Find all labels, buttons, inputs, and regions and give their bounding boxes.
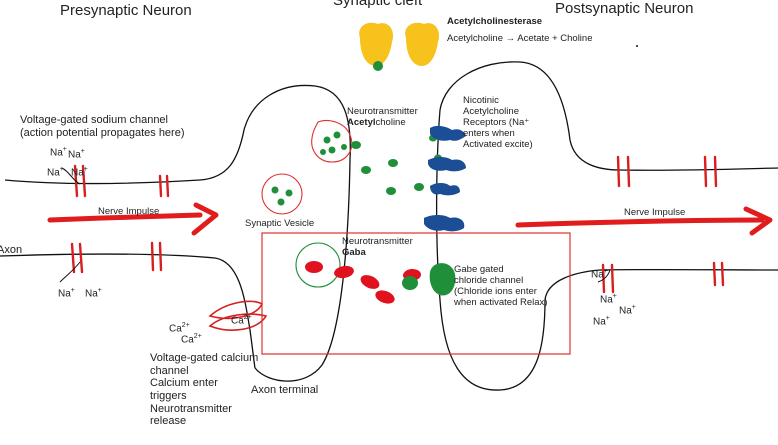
presynaptic-membrane-lower bbox=[0, 253, 256, 369]
postsynaptic-membrane-left bbox=[439, 61, 778, 171]
vg-calcium-label: Voltage-gated calcium channel Calcium en… bbox=[150, 352, 259, 428]
nicotinic-receptor-label: Nicotinic Acetylcholine Receptors (Na⁺ e… bbox=[463, 95, 533, 150]
presynaptic-title: Presynaptic Neuron bbox=[60, 2, 192, 19]
gaba-highlight-box bbox=[261, 232, 571, 355]
ca-ion: Ca2+ bbox=[169, 322, 190, 335]
synaptic-cleft-title: Synaptic cleft bbox=[333, 0, 423, 9]
na-ion: Na+ bbox=[600, 293, 617, 306]
nerve-impulse-arrow-left bbox=[47, 202, 219, 236]
hydrolysis-reaction-label: Acetylcholine → Acetate + Choline bbox=[447, 33, 593, 44]
postsynaptic-membrane-body bbox=[435, 109, 778, 391]
na-ion: Na+ bbox=[71, 166, 88, 179]
nicotinic-receptors bbox=[424, 125, 466, 232]
na-ion: Na+ bbox=[47, 166, 64, 179]
gaba-vesicle bbox=[295, 242, 341, 288]
postsynaptic-title: Postsynaptic Neuron bbox=[555, 0, 694, 17]
na-ion: Na+ bbox=[619, 304, 636, 317]
synaptic-vesicle-ach bbox=[311, 119, 353, 163]
nerve-impulse-arrow-right bbox=[515, 206, 773, 236]
na-ion: Na+ bbox=[593, 315, 610, 328]
vg-sodium-channels-presynaptic bbox=[70, 164, 170, 274]
na-ion: Na+ bbox=[85, 287, 102, 300]
na-ion: Na+ bbox=[50, 146, 67, 159]
ca-ion: Ca2+ bbox=[231, 314, 252, 327]
gaba-gated-chloride-channel bbox=[402, 263, 456, 296]
axon-terminal-label: Axon terminal bbox=[251, 384, 319, 396]
neurotransmitter-gaba-label: Neurotransmitter Gaba bbox=[342, 236, 413, 258]
released-acetylcholine bbox=[351, 134, 442, 195]
na-ion: Na+ bbox=[591, 268, 608, 281]
na-ion: Na+ bbox=[58, 287, 75, 300]
presynaptic-membrane-upper bbox=[4, 84, 351, 382]
gaba-channel-label: Gabe gated chloride channel (Chloride io… bbox=[454, 264, 548, 308]
nerve-impulse-label-left: Nerve Impulse bbox=[98, 206, 160, 217]
ca-ion: Ca2+ bbox=[181, 333, 202, 346]
synaptic-vesicle-empty bbox=[261, 173, 303, 215]
na-entry-arrow-post bbox=[597, 269, 611, 283]
vg-sodium-channels-postsynaptic bbox=[601, 155, 725, 294]
na-entry-arrow-lower bbox=[59, 261, 81, 283]
acetylcholinesterase-enzymes bbox=[359, 22, 440, 71]
na-ion: Na+ bbox=[68, 148, 85, 161]
vg-sodium-label: Voltage-gated sodium channel (action pot… bbox=[20, 114, 185, 139]
dot bbox=[636, 45, 638, 47]
axon-label: Axon bbox=[0, 244, 23, 256]
acetylcholinesterase-label: Acetylcholinesterase bbox=[447, 16, 543, 27]
neurotransmitter-ach-label: Neurotransmitter Acetylcholine bbox=[347, 106, 418, 128]
nerve-impulse-label-right: Nerve Impulse bbox=[624, 207, 686, 218]
na-entry-arrow-upper bbox=[61, 167, 81, 185]
synaptic-vesicle-label: Synaptic Vesicle bbox=[245, 218, 315, 229]
